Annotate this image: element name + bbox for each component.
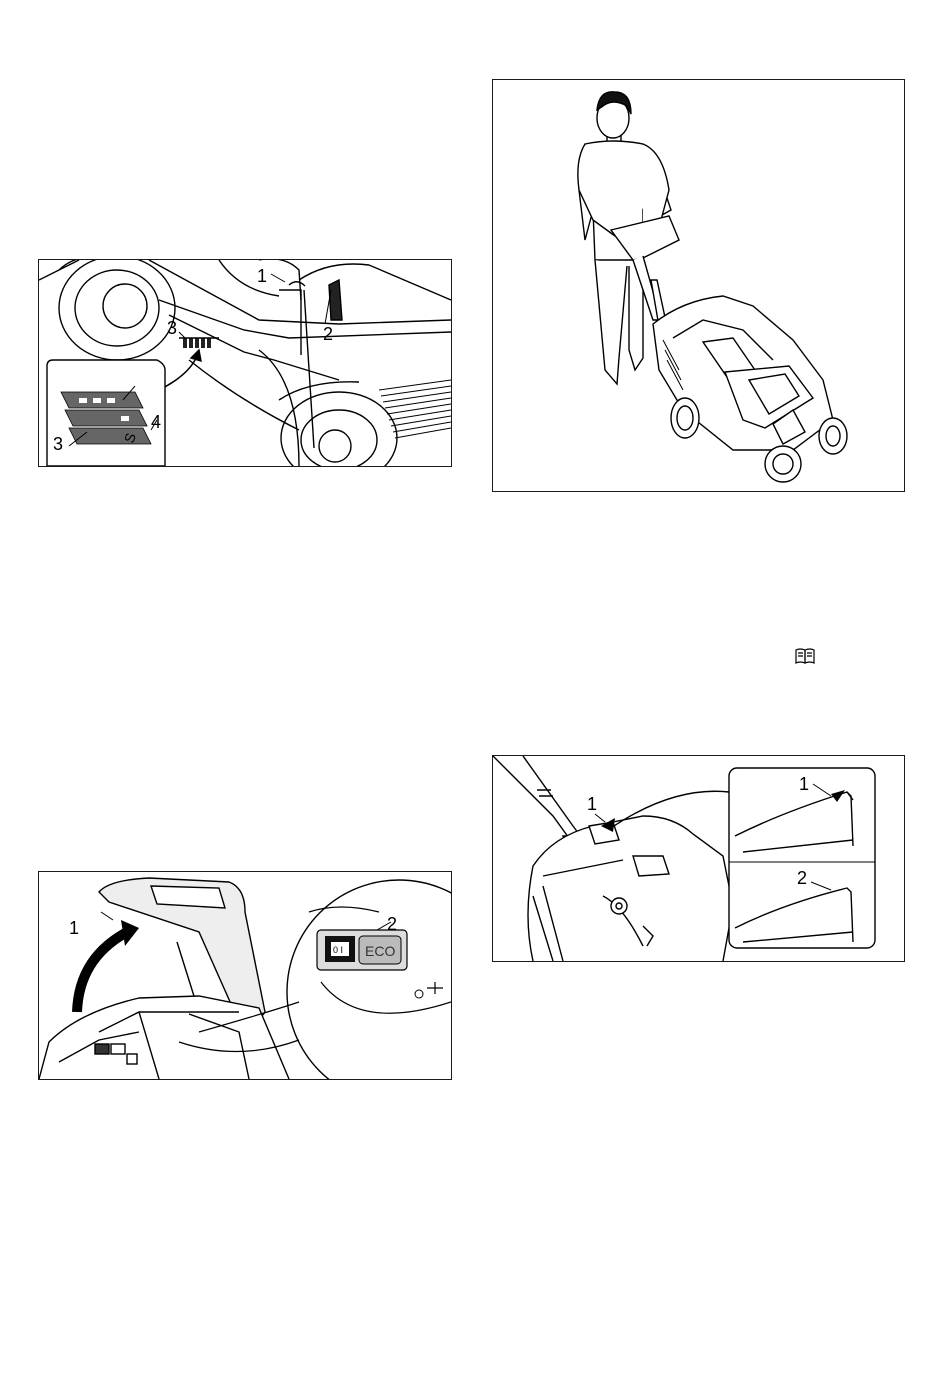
inset-adjuster-detail xyxy=(47,360,165,466)
callout-3-body: 3 xyxy=(167,318,177,338)
fill-indicator-inset xyxy=(729,768,875,948)
operator-illustration xyxy=(493,80,904,491)
callout-2: 2 xyxy=(323,324,333,344)
grass-catcher-illustration: 1 1 2 xyxy=(493,756,904,961)
callout-2: 2 xyxy=(387,914,397,934)
figure-battery-compartment: 0 I ECO 1 2 xyxy=(38,871,452,1080)
figure-cutting-height: 1 2 3 3 4 S xyxy=(38,259,452,467)
callout-1: 1 xyxy=(257,266,267,286)
figure-grass-catcher-indicator: 1 1 2 xyxy=(492,755,905,962)
manual-book-icon xyxy=(795,648,815,664)
callout-3-inset: 3 xyxy=(53,434,63,454)
callout-4: 4 xyxy=(151,412,161,432)
mower-side-illustration: 1 2 3 3 4 S xyxy=(39,260,451,466)
eco-label: ECO xyxy=(365,943,395,959)
callout-2-inset: 2 xyxy=(797,868,807,888)
callout-1-inset: 1 xyxy=(799,774,809,794)
callout-1: 1 xyxy=(69,918,79,938)
callout-1-main: 1 xyxy=(587,794,597,814)
battery-compartment-illustration: 0 I ECO 1 2 xyxy=(39,872,451,1079)
figure-operator-pushing-mower xyxy=(492,79,905,492)
switch-symbol: 0 I xyxy=(333,945,343,955)
